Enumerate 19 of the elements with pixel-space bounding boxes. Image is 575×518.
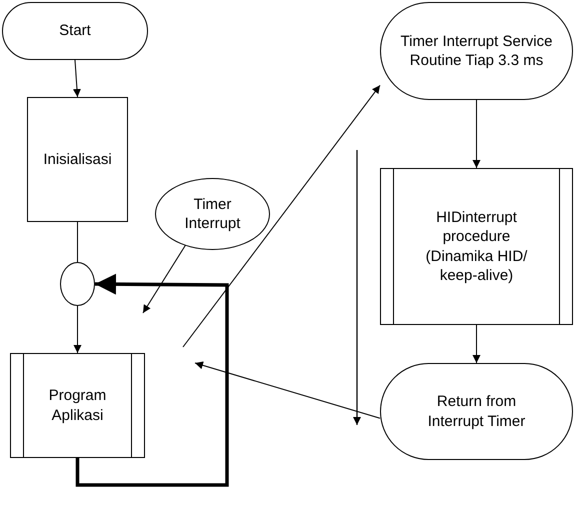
arrow: [142, 244, 187, 314]
node-label: Return from Interrupt Timer: [426, 392, 526, 431]
arrow: [182, 84, 380, 348]
arrow: [472, 100, 480, 168]
subroutine-box: [380, 168, 573, 325]
arrow: [72, 60, 81, 98]
node-label: Program Aplikasi: [48, 386, 108, 425]
process-box: [27, 97, 128, 222]
node-label: Start: [59, 21, 91, 41]
node-label: Timer Interrupt: [184, 194, 242, 234]
arrow: [76, 274, 229, 487]
arrow: [194, 361, 380, 419]
arrow: [74, 306, 82, 354]
arrow: [472, 324, 480, 364]
connector-circle: [60, 262, 95, 306]
node-label: Timer Interrupt Service Routine Tiap 3.3 ms: [400, 32, 554, 70]
node-label: Inisialisasi: [43, 150, 112, 170]
subroutine-box: [10, 353, 145, 458]
node-label: HIDinterrupt procedure (Dinamika HID/ keep-alive): [424, 208, 528, 286]
